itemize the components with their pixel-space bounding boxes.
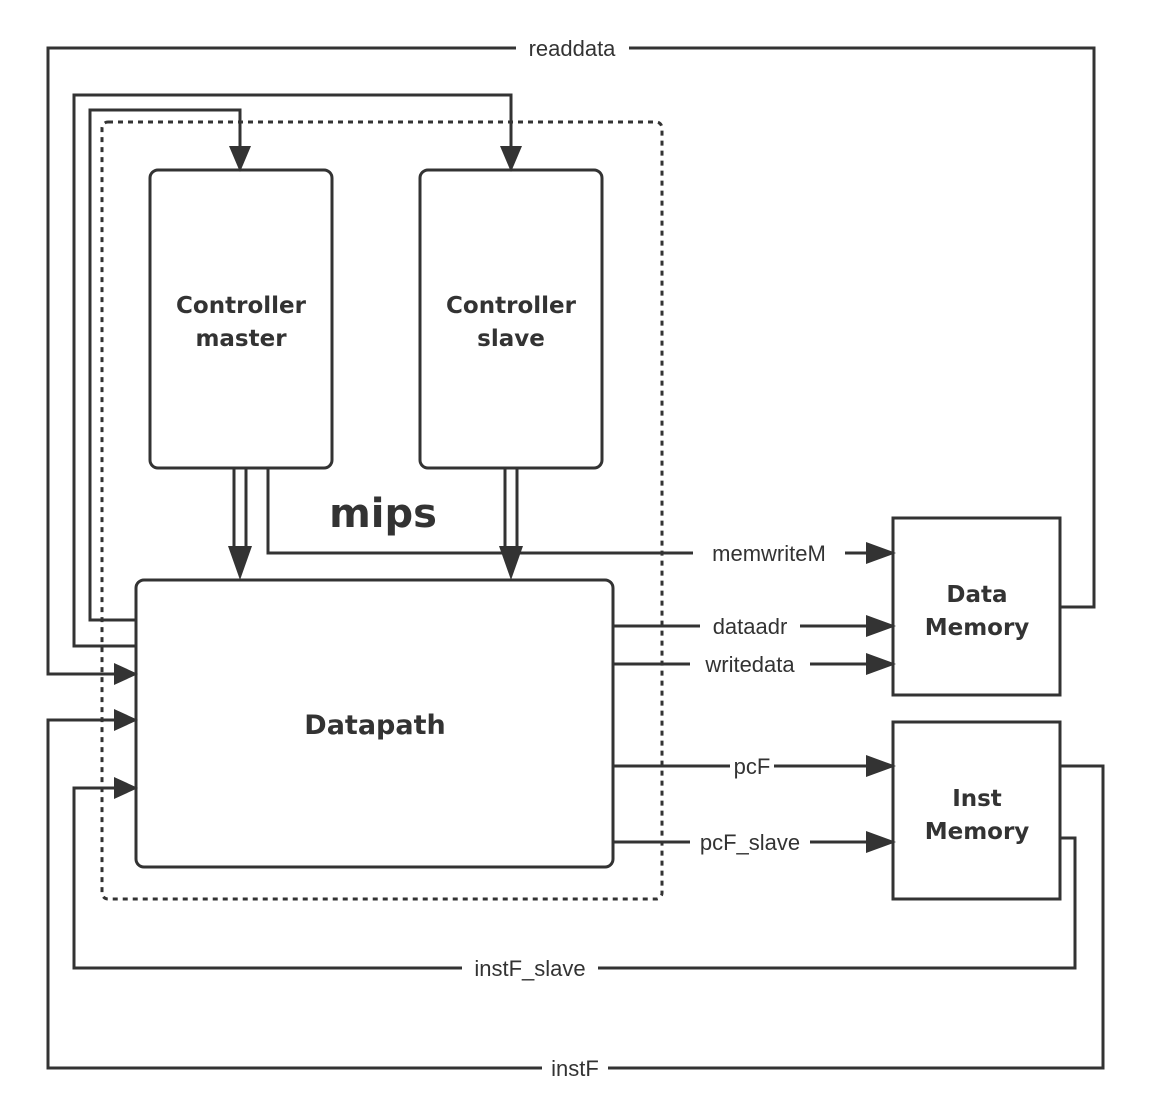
data-memory-label-line2: Memory [925, 615, 1030, 641]
data-memory-box [891, 516, 1062, 697]
dataadr-label: dataadr [713, 614, 788, 639]
controller-slave-label-line1: Controller [446, 293, 577, 319]
memwrite-arrow [866, 542, 896, 564]
instF-slave-arrow [114, 777, 138, 799]
controller-slave-box [418, 168, 604, 470]
ctrl-master-input-arrow [229, 146, 251, 172]
pcF-slave-label: pcF_slave [700, 830, 800, 855]
ctrl-master-input-wire [88, 108, 242, 622]
controller-master-label-line1: Controller [176, 293, 307, 319]
instF-slave-label: instF_slave [474, 956, 585, 981]
datapath-box [134, 578, 615, 869]
inst-memory-label-line1: Inst [952, 786, 1002, 812]
ctrl-master-output-arrow [228, 546, 252, 580]
readdata-arrow [114, 663, 138, 685]
pcF-label: pcF [734, 754, 771, 779]
mips-boundary [100, 120, 664, 901]
pcF-arrow [866, 755, 896, 777]
instF-label: instF [551, 1056, 599, 1081]
memwriteM-label: memwriteM [712, 541, 826, 566]
dataadr-arrow [866, 615, 896, 637]
ctrl-slave-input-arrow [500, 146, 522, 172]
writedata-arrow [866, 653, 896, 675]
datapath-label: Datapath [304, 710, 445, 741]
writedata-label: writedata [704, 652, 795, 677]
data-memory-label-line1: Data [946, 582, 1007, 608]
readdata-label: readdata [529, 36, 617, 61]
inst-memory-box [891, 720, 1062, 901]
memwrite-wire [266, 469, 870, 555]
pcF-slave-arrow [866, 831, 896, 853]
mips-label: mips [329, 491, 437, 537]
inst-memory-label-line2: Memory [925, 819, 1030, 845]
controller-slave-label-line2: slave [477, 326, 545, 352]
ctrl-slave-output-arrow [499, 546, 523, 580]
ctrl-slave-input-wire [72, 93, 513, 648]
controller-master-box [148, 168, 334, 470]
instF-arrow [114, 709, 138, 731]
controller-master-label-line2: master [195, 326, 287, 352]
